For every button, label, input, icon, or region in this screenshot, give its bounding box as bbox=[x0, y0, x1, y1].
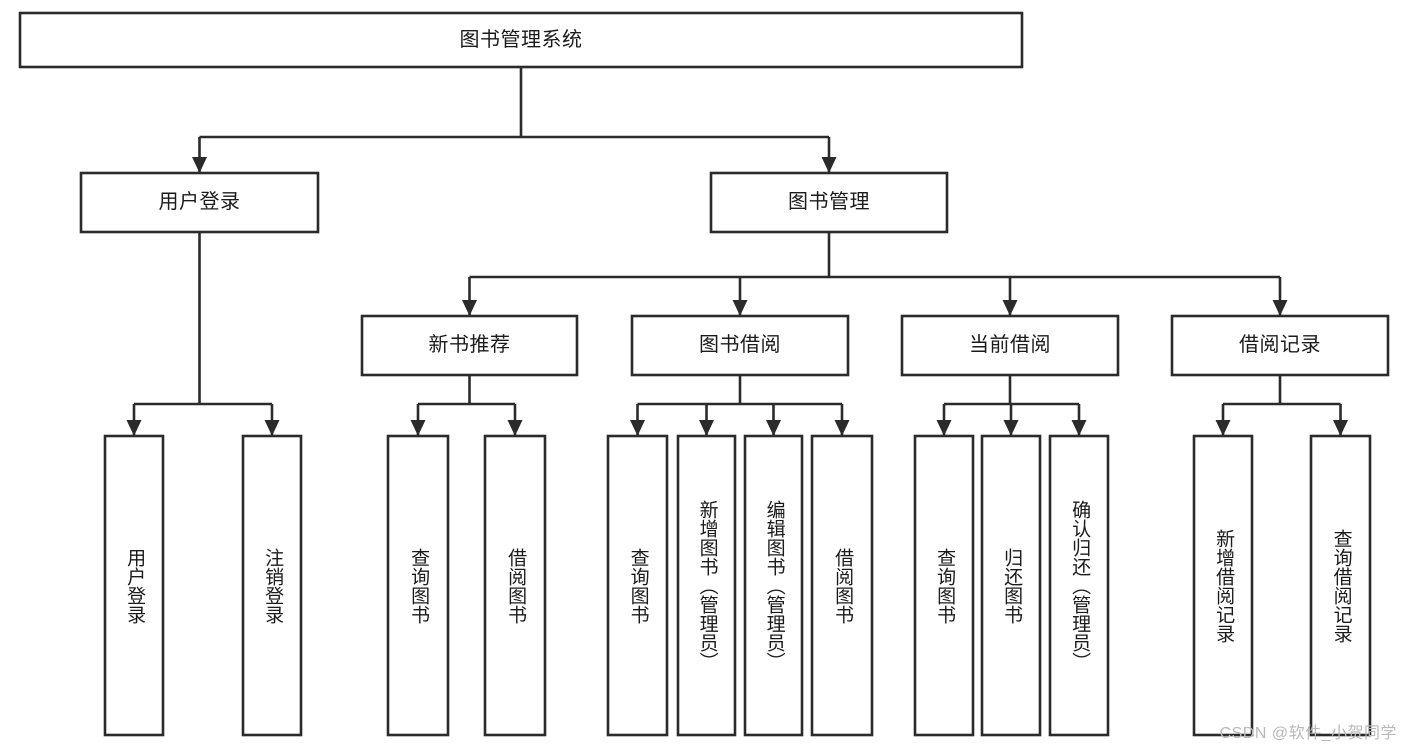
node-leaf-query-book-1[interactable] bbox=[386, 434, 450, 737]
connector-edges bbox=[126, 67, 1348, 436]
node-leaf-confirm-return[interactable] bbox=[1048, 434, 1110, 737]
arrow-head-icon bbox=[630, 420, 645, 436]
node-root-root[interactable] bbox=[18, 11, 1024, 69]
arrow-head-icon bbox=[192, 157, 207, 173]
arrow-head-icon bbox=[462, 300, 477, 316]
node-leaf-query-book-3[interactable] bbox=[913, 434, 975, 737]
arrow-head-icon bbox=[1215, 420, 1231, 436]
node-leaf-logout[interactable] bbox=[241, 434, 303, 737]
arrow-head-icon bbox=[1002, 300, 1018, 316]
node-leaf-user-login[interactable] bbox=[103, 434, 165, 737]
arrow-head-icon bbox=[699, 420, 714, 436]
arrow-head-icon bbox=[264, 420, 280, 436]
node-leaf-add-record[interactable] bbox=[1192, 434, 1254, 737]
arrow-head-icon bbox=[126, 420, 142, 436]
node-new-book-rec[interactable] bbox=[360, 314, 579, 377]
node-current-borrow[interactable] bbox=[900, 314, 1120, 377]
arrow-head-icon bbox=[936, 420, 952, 436]
arrow-head-icon bbox=[1003, 420, 1019, 436]
node-book-manage[interactable] bbox=[709, 171, 949, 234]
node-leaf-edit-book[interactable] bbox=[743, 434, 804, 737]
arrow-head-icon bbox=[732, 300, 748, 316]
node-leaf-borrow-book-2[interactable] bbox=[810, 434, 874, 737]
node-leaf-return-book[interactable] bbox=[980, 434, 1042, 737]
node-leaf-query-record[interactable] bbox=[1309, 434, 1372, 737]
node-borrow-record[interactable] bbox=[1170, 314, 1390, 377]
node-leaf-query-book-2[interactable] bbox=[606, 434, 669, 737]
arrow-head-icon bbox=[1071, 420, 1087, 436]
arrow-head-icon bbox=[410, 420, 426, 436]
arrow-head-icon bbox=[507, 420, 523, 436]
node-book-borrow[interactable] bbox=[630, 314, 850, 377]
node-user-login[interactable] bbox=[79, 171, 320, 234]
node-leaf-borrow-book-1[interactable] bbox=[483, 434, 547, 737]
arrow-head-icon bbox=[1272, 300, 1288, 316]
node-leaf-add-book[interactable] bbox=[676, 434, 737, 737]
node-boxes bbox=[18, 11, 1390, 737]
arrow-head-icon bbox=[834, 420, 850, 436]
arrow-head-icon bbox=[766, 420, 781, 436]
arrow-head-icon bbox=[1333, 420, 1348, 436]
arrow-head-icon bbox=[821, 157, 837, 173]
